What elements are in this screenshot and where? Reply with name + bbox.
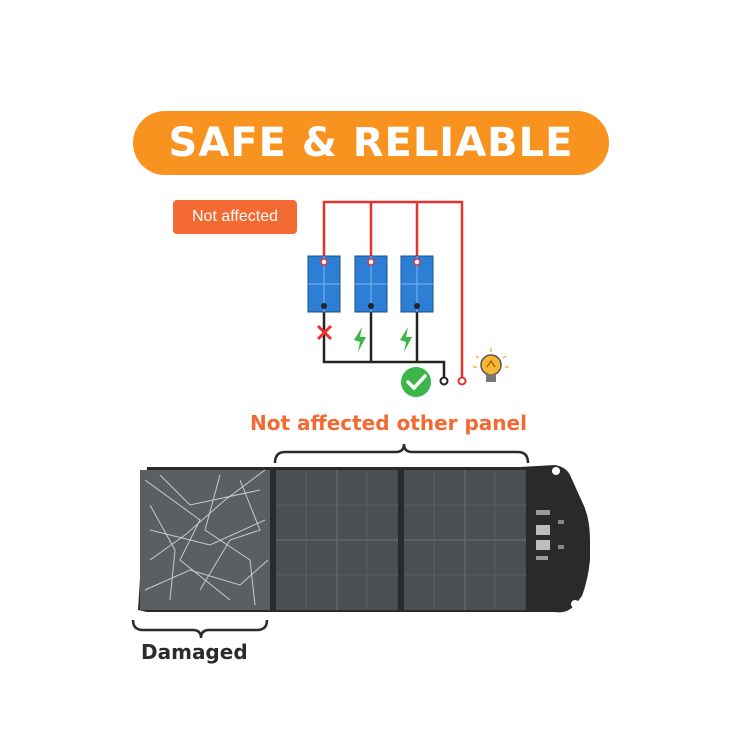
circuit-diagram	[307, 200, 509, 397]
port-pocket	[536, 467, 579, 608]
folding-solar-panel	[138, 465, 590, 613]
charging-arrow-icon	[354, 327, 366, 352]
diagram-panel-1	[307, 255, 341, 313]
brace-not-affected	[273, 443, 530, 464]
brace-damaged	[131, 619, 269, 639]
not-affected-caption: Not affected other panel	[250, 411, 527, 435]
working-panel-1	[276, 470, 398, 610]
charging-arrow-icon	[400, 327, 412, 352]
working-panel-2	[404, 470, 526, 610]
diagram-panel-2	[354, 255, 388, 313]
banner-title: SAFE & RELIABLE	[168, 120, 574, 166]
diagram-panel-3	[400, 255, 434, 313]
cross-mark-icon	[316, 324, 333, 341]
not-affected-badge: Not affected	[173, 200, 297, 234]
light-bulb-icon	[473, 348, 509, 382]
title-banner: SAFE & RELIABLE	[133, 111, 609, 175]
check-circle-icon	[401, 367, 431, 397]
damaged-panel	[140, 469, 270, 610]
damaged-caption: Damaged	[141, 640, 248, 664]
